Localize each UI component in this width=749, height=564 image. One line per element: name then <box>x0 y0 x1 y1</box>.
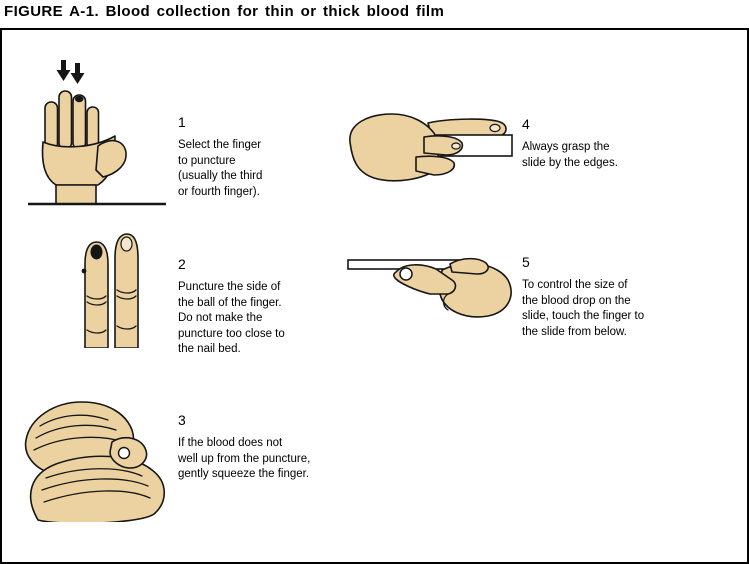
step-1-text: Select the finger to puncture (usually t… <box>178 139 263 198</box>
lower-hand <box>29 455 166 522</box>
step-2: 2 Puncture the side of the ball of the f… <box>178 256 348 358</box>
fingernail <box>489 123 501 133</box>
blood-drop <box>117 446 131 460</box>
step-3-text: If the blood does not well up from the p… <box>178 437 311 480</box>
step-5-number: 5 <box>522 254 530 270</box>
step-4-text: Always grasp the slide by the edges. <box>522 141 618 169</box>
knuckle-creases <box>86 289 137 334</box>
puncture-dot <box>81 268 87 274</box>
select-finger-illustration <box>28 60 166 206</box>
grasp-slide-illustration <box>349 113 513 182</box>
fingernail <box>120 236 133 252</box>
touch-slide-illustration <box>347 257 512 318</box>
down-arrows-icon <box>56 60 85 84</box>
step-5: 5 To control the size of the blood drop … <box>522 254 707 340</box>
step-2-number: 2 <box>178 256 186 272</box>
step-4: 4 Always grasp the slide by the edges. <box>522 116 707 171</box>
puncture-mark <box>75 95 84 103</box>
step-1: 1 Select the finger to puncture (usually… <box>178 114 348 200</box>
puncture-site-fingers-illustration <box>81 233 139 348</box>
figure-frame <box>0 28 749 564</box>
step-4-number: 4 <box>522 116 530 132</box>
hand-fingers-up <box>41 90 127 205</box>
step-5-text: To control the size of the blood drop on… <box>522 279 645 338</box>
fingernail <box>451 142 461 150</box>
step-1-number: 1 <box>178 114 186 130</box>
middle-finger <box>423 135 464 156</box>
dark-fingernail <box>90 244 103 260</box>
blood-drop <box>399 267 413 281</box>
squeeze-finger-illustration <box>24 401 166 522</box>
thumb <box>449 257 489 275</box>
step-3-number: 3 <box>178 412 186 428</box>
step-2-text: Puncture the side of the ball of the fin… <box>178 281 285 355</box>
step-3: 3 If the blood does not well up from the… <box>178 412 363 483</box>
figure-title: FIGURE A-1. Blood collection for thin or… <box>4 3 445 20</box>
thumb <box>415 155 456 176</box>
